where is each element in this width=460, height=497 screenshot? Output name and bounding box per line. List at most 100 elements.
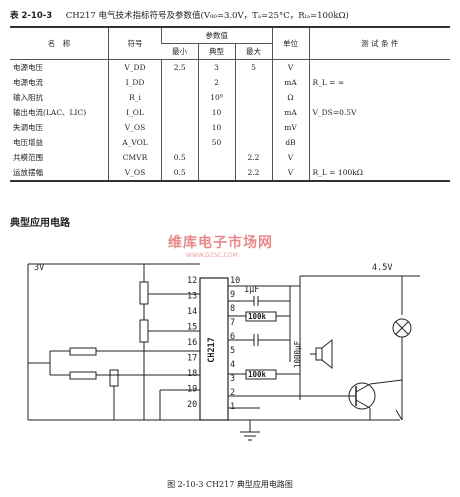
cell-typ [197, 150, 235, 165]
cell-unit: V [271, 150, 309, 165]
cell-cond [308, 90, 450, 105]
table-row: 失调电压 V_OS 10 mV [10, 120, 450, 135]
cell-typ: 10 [197, 105, 235, 120]
pin-label: 9 [230, 290, 235, 300]
cell-typ: 3 [197, 59, 235, 75]
header-name: 名 称 [10, 26, 109, 60]
speaker-icon [315, 347, 323, 361]
watermark-url: WWW.DZSC.COM [186, 252, 238, 259]
cell-min [161, 135, 198, 150]
pin-label: 16 [187, 338, 197, 348]
cell-max: 2.2 [234, 150, 272, 165]
cap-1000uf-label: 1000μF [293, 340, 302, 368]
pin-label: 4 [230, 360, 235, 370]
pin-label: 2 [230, 388, 235, 398]
table-title: CH217 电气技术指标符号及参数值(V₀₀=3.0V，Tₐ=25°C，Rₗₐ=… [65, 11, 349, 21]
cell-max: 5 [234, 59, 272, 75]
cell-min [161, 105, 198, 120]
cell-min [161, 75, 198, 90]
supply-right-label: 4.5V [372, 263, 392, 273]
cell-symbol: V_OS [108, 120, 162, 135]
cell-max [234, 75, 272, 90]
header-params: 参数值 [161, 26, 272, 44]
cell-typ: 2 [197, 75, 235, 90]
cell-unit: mA [271, 105, 309, 120]
cell-symbol: A_VOL [108, 135, 162, 150]
table-row: 输入阻抗 R_i 10⁹ Ω [10, 90, 450, 105]
cell-typ: 10 [197, 120, 235, 135]
cell-symbol: V_DD [108, 59, 162, 75]
cell-unit: mA [271, 75, 309, 90]
cell-symbol: CMVR [108, 150, 162, 165]
cell-min [161, 90, 198, 105]
cell-max: 2.2 [234, 165, 272, 182]
cell-cond [308, 150, 450, 165]
header-cond: 测 试 条 件 [308, 26, 450, 60]
cell-name: 共模范围 [13, 153, 43, 162]
res-100k-a-label: 100k [248, 312, 267, 321]
header-typ: 典型 [197, 43, 235, 60]
cell-cond [308, 59, 450, 75]
header-symbol: 符号 [108, 26, 162, 60]
cell-max [234, 90, 272, 105]
cell-max [234, 105, 272, 120]
supply-left-label: 3V [34, 263, 44, 273]
cell-name: 失调电压 [13, 123, 43, 132]
circuit-diagram: 3V 4.5V CH217 12131415161718192010987654… [27, 263, 420, 441]
cell-name: 电源电流 [13, 78, 43, 87]
cell-max [234, 135, 272, 150]
pin-label: 1 [230, 402, 235, 412]
pin-label: 20 [187, 400, 197, 410]
cell-unit: dB [271, 135, 309, 150]
cell-max [234, 120, 272, 135]
pin-label: 5 [230, 346, 235, 356]
cell-typ [197, 165, 235, 182]
pin-label: 6 [230, 332, 235, 342]
cell-unit: mV [271, 120, 309, 135]
cell-typ: 50 [197, 135, 235, 150]
cell-min: 0.5 [161, 150, 198, 165]
header-max: 最大 [234, 43, 272, 60]
pin-label: 15 [187, 323, 197, 333]
cell-typ: 10⁹ [197, 90, 235, 105]
pin-label: 8 [230, 304, 235, 314]
cell-unit: Ω [271, 90, 309, 105]
cell-name: 电压增益 [13, 138, 43, 147]
cell-symbol: R_i [108, 90, 162, 105]
pin-label: 14 [187, 307, 197, 317]
pin-label: 12 [187, 276, 197, 286]
cell-unit: V [271, 165, 309, 182]
cell-name: 输入阻抗 [13, 93, 43, 102]
cell-name: 电源电压 [10, 59, 109, 75]
cap-1uf-label: 1μF [244, 285, 259, 295]
cell-cond: R_L = 100kΩ [308, 165, 450, 182]
pin-label: 13 [187, 292, 197, 302]
table-row: 电压增益 A_VOL 50 dB [10, 135, 450, 150]
cell-cond: R_L = ∞ [308, 75, 450, 90]
cell-min [161, 120, 198, 135]
cell-name: 输出电流(LAC、LIC) [13, 108, 87, 117]
pin-label: 7 [230, 318, 235, 328]
cell-unit: V [271, 59, 309, 75]
cell-cond [308, 135, 450, 150]
pin-label: 10 [230, 276, 240, 286]
header-min: 最小 [161, 43, 198, 60]
cell-cond [308, 120, 450, 135]
cell-symbol: V_OS [108, 165, 162, 182]
cell-name: 运放摆幅 [10, 165, 109, 182]
watermark: 维库电子市场网 WWW.DZSC.COM [168, 232, 273, 259]
cell-symbol: I_DD [108, 75, 162, 90]
table-label: 表 2-10-3 [10, 11, 53, 21]
cell-cond: V_DS=0.5V [308, 105, 450, 120]
figure-caption: 图 2-10-3 CH217 典型应用电路图 [167, 480, 293, 489]
res-100k-b-label: 100k [248, 370, 267, 379]
chip-label: CH217 [207, 337, 217, 363]
cell-min: 0.5 [161, 165, 198, 182]
pin-label: 17 [187, 354, 197, 364]
table-caption: 表 2-10-3 CH217 电气技术指标符号及参数值(V₀₀=3.0V，Tₐ=… [10, 9, 349, 21]
